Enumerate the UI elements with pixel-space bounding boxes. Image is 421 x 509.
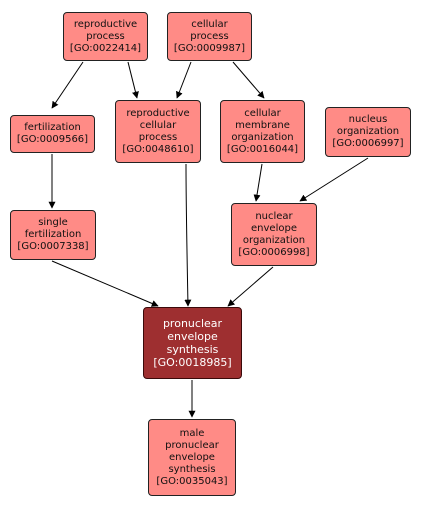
node-reproductive-process[interactable]: reproductive process [GO:0022414] (63, 12, 148, 61)
node-label: pronuclear envelope synthesis (162, 317, 223, 356)
edge-reproductive-process-to-reproductive-cellular-process (127, 61, 139, 99)
node-label: single fertilization (24, 217, 82, 240)
node-go-id: [GO:0035043] (156, 475, 228, 487)
node-go-id: [GO:0016044] (226, 143, 299, 155)
node-go-id: [GO:0006997] (332, 138, 404, 149)
node-go-id: [GO:0007338] (17, 241, 89, 252)
node-male-pronuclear-envelope-synthesis[interactable]: male pronuclear envelope synthesis [GO:0… (148, 419, 236, 496)
edge-single-fertilization-to-pronuclear-envelope-synthesis (51, 260, 159, 307)
node-label: fertilization (24, 122, 81, 133)
node-label: male pronuclear envelope synthesis (165, 427, 219, 475)
node-go-id: [GO:0048610] (122, 143, 194, 155)
node-pronuclear-envelope-synthesis[interactable]: pronuclear envelope synthesis [GO:001898… (143, 307, 242, 379)
node-go-id: [GO:0009987] (173, 42, 246, 54)
node-cellular-membrane-organization[interactable]: cellular membrane organization [GO:00160… (220, 100, 305, 163)
edge-reproductive-cellular-process-to-pronuclear-envelope-synthesis (184, 163, 192, 307)
node-go-id: [GO:0018985] (153, 356, 232, 369)
node-go-id: [GO:0006998] (238, 246, 310, 258)
node-single-fertilization[interactable]: single fertilization [GO:0007338] (10, 210, 96, 260)
edge-cellular-process-to-reproductive-cellular-process (176, 61, 192, 99)
node-nucleus-organization[interactable]: nucleus organization [GO:0006997] (325, 107, 411, 157)
node-reproductive-cellular-process[interactable]: reproductive cellular process [GO:004861… (115, 100, 201, 163)
node-fertilization[interactable]: fertilization [GO:0009566] (10, 115, 95, 153)
node-label: cellular process (190, 18, 229, 42)
node-label: reproductive process (73, 18, 138, 42)
node-label: cellular membrane organization (231, 107, 294, 143)
node-go-id: [GO:0009566] (16, 134, 89, 145)
node-label: reproductive cellular process (126, 107, 190, 143)
edge-cellular-membrane-organization-to-nuclear-envelope-organization (253, 163, 263, 202)
edge-cellular-process-to-cellular-membrane-organization (232, 61, 265, 99)
edge-reproductive-process-to-fertilization (51, 61, 84, 109)
edge-nuclear-envelope-organization-to-pronuclear-envelope-synthesis (227, 266, 274, 307)
node-label: nuclear envelope organization (242, 210, 306, 246)
edge-nucleus-organization-to-nuclear-envelope-organization (299, 157, 369, 202)
node-cellular-process[interactable]: cellular process [GO:0009987] (167, 12, 252, 61)
node-go-id: [GO:0022414] (69, 42, 142, 54)
node-label: nucleus organization (336, 114, 400, 137)
node-nuclear-envelope-organization[interactable]: nuclear envelope organization [GO:000699… (231, 203, 317, 266)
